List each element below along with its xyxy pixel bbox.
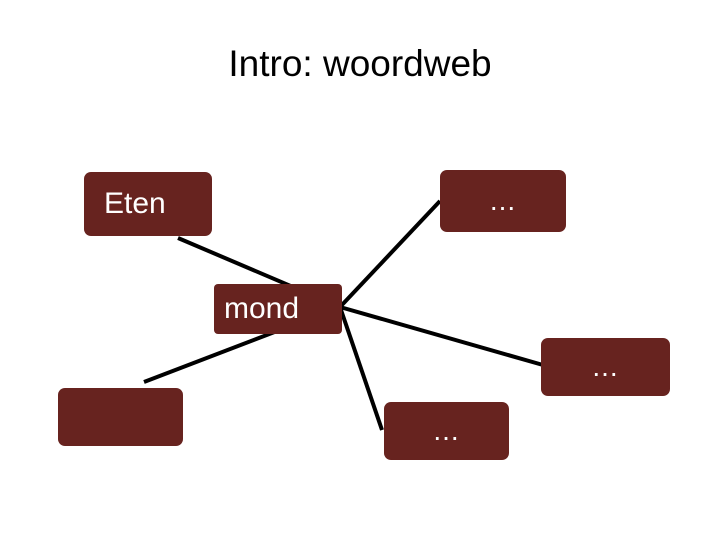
- connector-hub-topright: [338, 199, 442, 309]
- connector-hub-bottomcenter: [338, 306, 384, 431]
- node-topright[interactable]: ...: [440, 170, 566, 232]
- node-mond-label: mond: [224, 292, 300, 325]
- node-bottomcenter[interactable]: ...: [384, 402, 509, 460]
- node-eten[interactable]: Eten: [84, 172, 212, 236]
- page-title: Intro: woordweb: [228, 43, 492, 84]
- connector-hub-right: [339, 305, 544, 367]
- node-eten-label: Eten: [104, 187, 166, 220]
- node-bottomcenter-label: ...: [433, 415, 460, 446]
- node-mond[interactable]: mond: [214, 284, 342, 334]
- node-right[interactable]: ...: [541, 338, 670, 396]
- node-topright-label: ...: [489, 185, 517, 216]
- node-right-label: ...: [592, 351, 619, 382]
- node-bottomleft[interactable]: [58, 388, 183, 446]
